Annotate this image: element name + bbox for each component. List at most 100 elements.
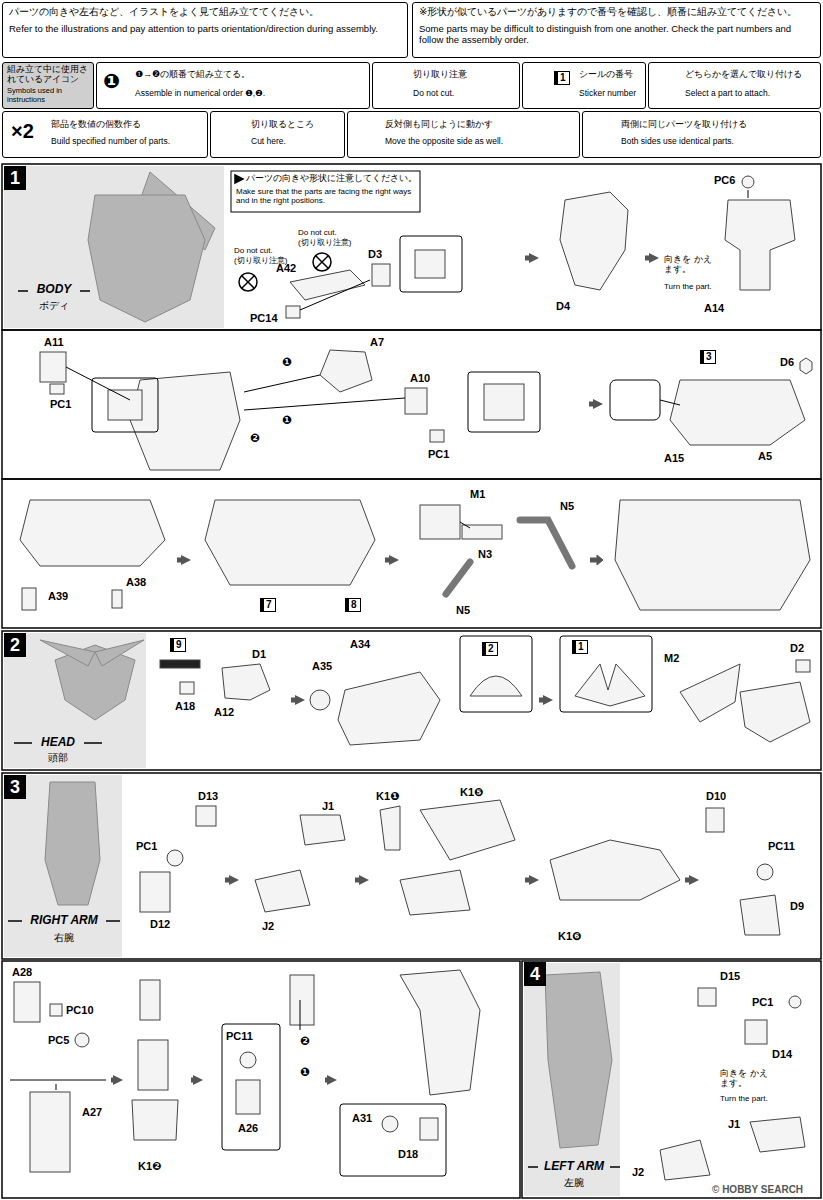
part-drawing (140, 980, 160, 1020)
figure-photo (55, 645, 135, 720)
part-drawing (420, 505, 460, 539)
sticker-number: 7 (260, 598, 276, 612)
inset-box (468, 372, 540, 432)
part-drawing (680, 664, 740, 722)
step-arrow (525, 878, 533, 883)
assembly-line (10, 190, 748, 1090)
notice-text: Refer to the illustrations and pay atten… (9, 24, 405, 35)
part-number: A11 (44, 336, 64, 349)
assembly-substep: J1J2 (240, 776, 354, 956)
icon-caption: どちらかを選んで取り付ける (685, 69, 817, 79)
part-drawing (789, 996, 801, 1008)
do-not-cut-icon (313, 253, 331, 271)
part-drawing (50, 1004, 62, 1016)
do-not-cut-icon (316, 256, 328, 268)
part-drawing (290, 975, 314, 1025)
icon-caption: Assemble in numerical order ❶,❷. (135, 89, 365, 99)
part-drawing (290, 270, 365, 300)
assembly-line (460, 522, 470, 528)
figure-photo (40, 640, 95, 666)
assembly-line (10, 1080, 106, 1081)
part-number: PC11 (226, 1030, 253, 1043)
part-drawing (130, 372, 240, 470)
notice-text: Some parts may be difficult to distingui… (419, 24, 817, 46)
step-arrow (525, 256, 533, 261)
step-frame (2, 479, 821, 628)
figure-photo (14, 742, 32, 744)
figure-photo (8, 920, 22, 922)
flow-arrow (590, 558, 597, 563)
icon-legend-cell: ×2部品を数値の個数作るBuild specified number of pa… (2, 111, 208, 158)
icon-legend-cell: 反対側も同じように動かすMove the opposite side as we… (347, 111, 580, 158)
assembly-line (244, 398, 405, 410)
part-drawing (430, 430, 444, 442)
icon-legend-cell: どちらかを選んで取り付けるSelect a part to attach. (648, 62, 821, 109)
part-number: D18 (398, 1148, 418, 1161)
section-title: ボディ (14, 300, 94, 312)
part-number: D1 (252, 648, 266, 661)
part-number: A34 (350, 638, 370, 651)
sticker-number: 2 (482, 642, 498, 656)
assembly-substep: D4 (540, 168, 644, 326)
assembly-substep: PC11❷❶A26 (204, 962, 324, 1196)
assembly-line (56, 1084, 57, 1090)
step-arrow (291, 698, 299, 703)
part-drawing (310, 690, 330, 710)
step-frame (2, 773, 821, 959)
step-arrow (325, 1078, 331, 1083)
order-number: ❷ (300, 1035, 310, 1049)
step-arrow (225, 878, 233, 883)
step-arrow (385, 558, 393, 563)
part-drawing (484, 384, 524, 420)
part-number: M2 (664, 652, 679, 665)
section-title: LEFT ARM (526, 1160, 622, 1174)
legend-heading: 組み立て中に使用されているアイコン (7, 65, 91, 85)
part-drawing (740, 682, 810, 742)
icon-caption: 部品を数値の個数作る (51, 119, 205, 129)
part-drawing (670, 380, 805, 445)
step-arrow (589, 402, 597, 407)
icon-caption: 切り取り注意 (413, 69, 517, 79)
part-drawing (470, 676, 522, 696)
figure-photo (18, 290, 28, 292)
step-panel: 9D1A18A12A35A3421M2D22HEAD頭部 (2, 631, 821, 770)
part-drawing (372, 264, 390, 286)
part-drawing (196, 806, 216, 826)
part-number: M1 (470, 488, 485, 501)
assembly-substep: D15PC1D14向きを かえます。Turn the part.J1J2 (624, 963, 818, 1195)
sticker-number: 8 (345, 598, 361, 612)
step-number: 1 (4, 166, 26, 190)
part-drawing (138, 1040, 168, 1090)
caution-note: Make sure that the parts are facing the … (236, 187, 416, 205)
do-not-cut-icon (242, 276, 254, 288)
part-drawing (382, 1116, 398, 1132)
assembly-substep: A39A38 (6, 482, 176, 624)
part-number: D4 (556, 300, 570, 313)
part-drawing (75, 1033, 89, 1047)
turn-note: 向きを かえます。 (720, 1068, 770, 1089)
part-number: PC6 (714, 174, 735, 187)
inset-box (400, 236, 462, 292)
order-number: ❶ (300, 1066, 310, 1080)
part-number: A38 (126, 576, 146, 589)
part-drawing (160, 660, 200, 668)
icon-caption: Build specified number of parts. (51, 137, 205, 147)
figure-photo (106, 920, 120, 922)
step-frame (2, 631, 821, 770)
icon-symbol: ❶ (103, 71, 120, 91)
turn-note: Turn the part. (664, 282, 728, 291)
part-drawing (757, 864, 773, 880)
legend-icon (235, 175, 243, 183)
icon-caption: 両側に同じパーツを取り付ける (621, 119, 817, 129)
assembly-substep: K1❶K1❺ (370, 776, 524, 956)
part-drawing (550, 840, 680, 900)
part-drawing (112, 590, 122, 608)
part-drawing (405, 388, 427, 414)
figure-photo (4, 166, 620, 1196)
part-number: A10 (410, 372, 430, 385)
part-drawing (800, 358, 812, 374)
part-drawing (222, 664, 270, 700)
section-title: 右腕 (6, 932, 122, 944)
part-drawing (14, 176, 812, 1180)
inset-box (610, 380, 660, 420)
